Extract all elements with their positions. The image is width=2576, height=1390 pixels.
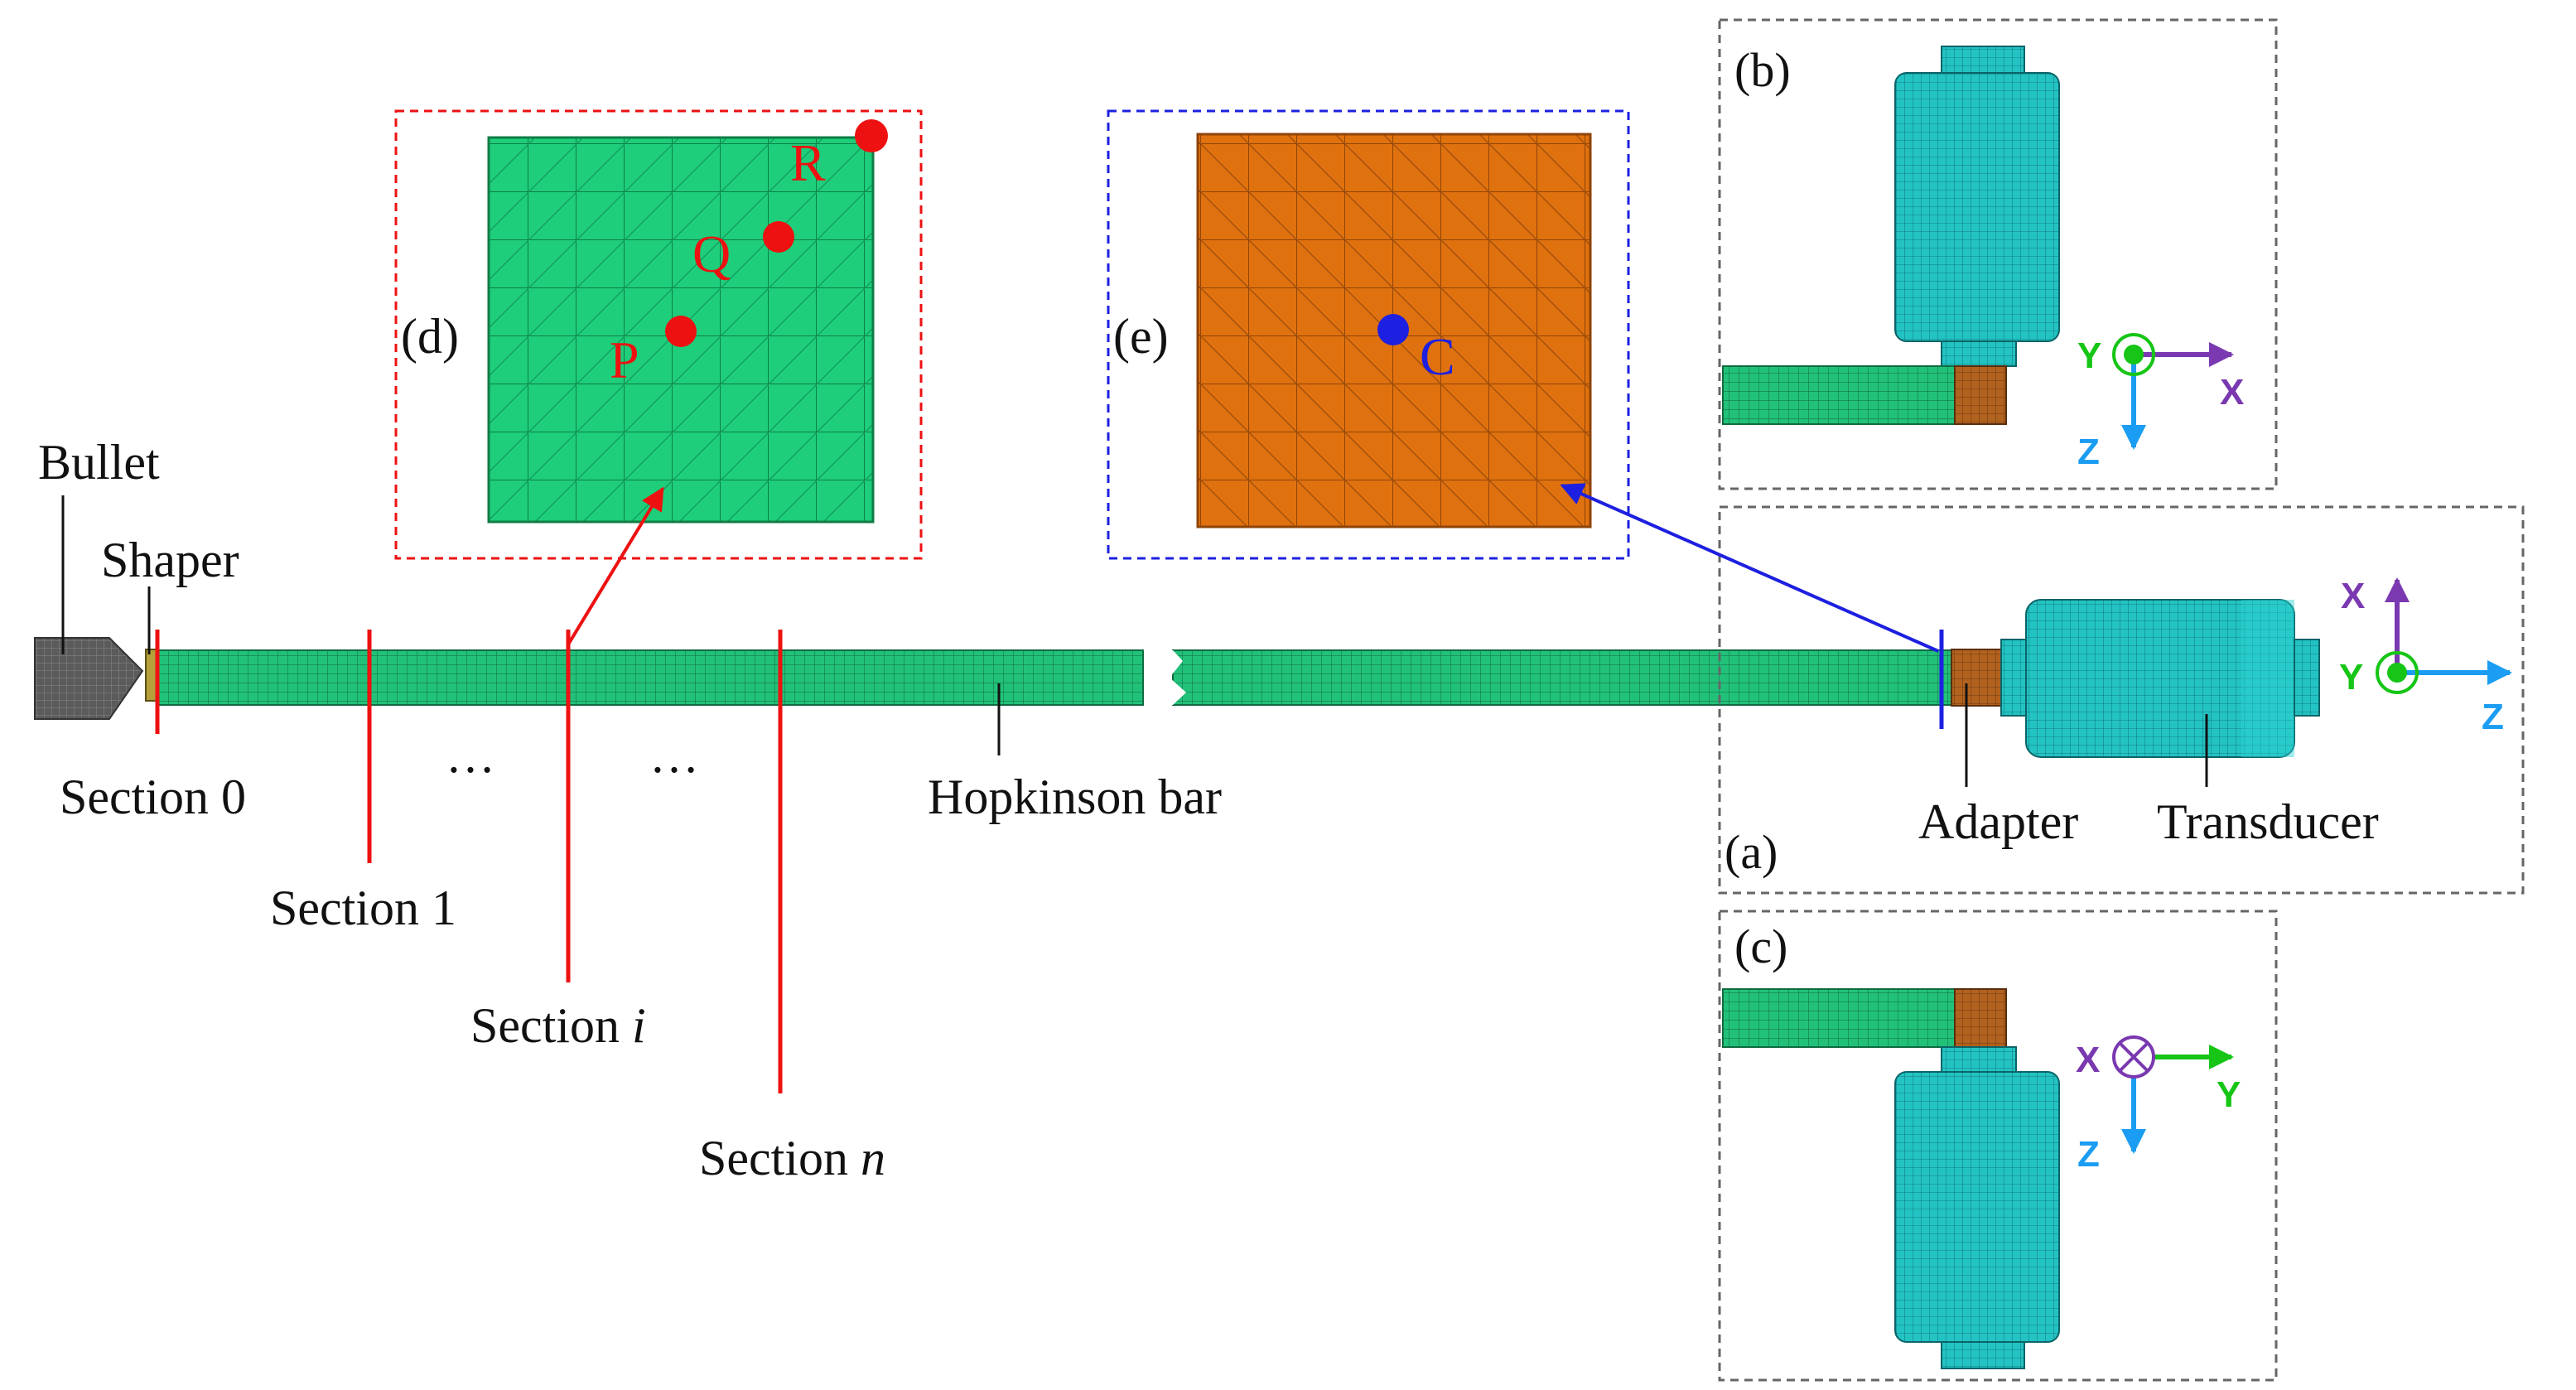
- axes-b-y-label: Y: [2077, 335, 2101, 376]
- panel-c-adapter: [1954, 988, 2007, 1048]
- axes-b-x-label: X: [2220, 372, 2244, 413]
- bar-break-mark: [1143, 650, 1186, 705]
- ellipsis-2: …: [649, 728, 699, 783]
- hopkinson-bar-label: Hopkinson bar: [928, 770, 1222, 824]
- panel-b-transducer: [1894, 46, 2060, 367]
- axes-b-z-label: Z: [2077, 432, 2100, 472]
- section-n-label: Section n: [699, 1131, 885, 1185]
- transducer-label: Transducer: [2157, 794, 2379, 849]
- ellipsis-1: …: [446, 728, 495, 783]
- point-R-label: R: [790, 133, 826, 192]
- panel-c-label: (c): [1734, 919, 1787, 973]
- panel-b-frame: [1718, 18, 2278, 490]
- panel-b-adapter: [1954, 365, 2007, 425]
- bullet-label: Bullet: [38, 435, 160, 490]
- axes-c: X Y Z: [2076, 1035, 2241, 1175]
- point-Q-label: Q: [692, 224, 731, 283]
- shaper-label: Shaper: [101, 533, 239, 587]
- point-P-label: P: [610, 331, 639, 389]
- point-Q: Q: [692, 221, 794, 283]
- hopkinson-bar: [157, 649, 1952, 706]
- axes-a-x-label: X: [2341, 576, 2365, 616]
- point-C-label: C: [1420, 327, 1455, 386]
- panel-c-bar: [1722, 988, 1956, 1048]
- axes-a-y-label: Y: [2339, 657, 2363, 697]
- transducer: [2000, 599, 2320, 758]
- section-0-label: Section 0: [60, 770, 246, 824]
- axes-b: X Y Z: [2077, 333, 2244, 472]
- axes-c-x-label: X: [2076, 1040, 2100, 1080]
- panel-d-frame: [394, 109, 923, 560]
- adapter: [1951, 649, 2002, 707]
- axes-a: X Y Z: [2339, 576, 2512, 737]
- point-C: C: [1377, 314, 1455, 386]
- section-1-label: Section 1: [270, 881, 456, 935]
- panel-b-label: (b): [1734, 43, 1791, 97]
- section-i-label: Section i: [470, 998, 646, 1053]
- point-R: R: [790, 119, 888, 192]
- panel-e-pointer-arrow: [1560, 483, 1939, 653]
- panel-c-frame: [1718, 910, 2278, 1382]
- point-P: P: [610, 316, 697, 389]
- panel-d-pointer-arrow: [567, 486, 664, 646]
- panel-e-label: (e): [1113, 309, 1169, 364]
- axes-a-z-label: Z: [2482, 697, 2504, 737]
- panel-d-label: (d): [401, 309, 459, 364]
- panel-a-frame: [1718, 505, 2525, 895]
- axes-c-y-label: Y: [2217, 1074, 2241, 1115]
- axes-c-z-label: Z: [2077, 1134, 2100, 1175]
- panel-b-bar: [1722, 365, 1956, 425]
- panel-e-frame: [1107, 109, 1630, 560]
- adapter-label: Adapter: [1918, 794, 2078, 849]
- panel-a-label: (a): [1725, 825, 1778, 879]
- bullet: [34, 637, 144, 720]
- panel-c-transducer: [1894, 1046, 2060, 1369]
